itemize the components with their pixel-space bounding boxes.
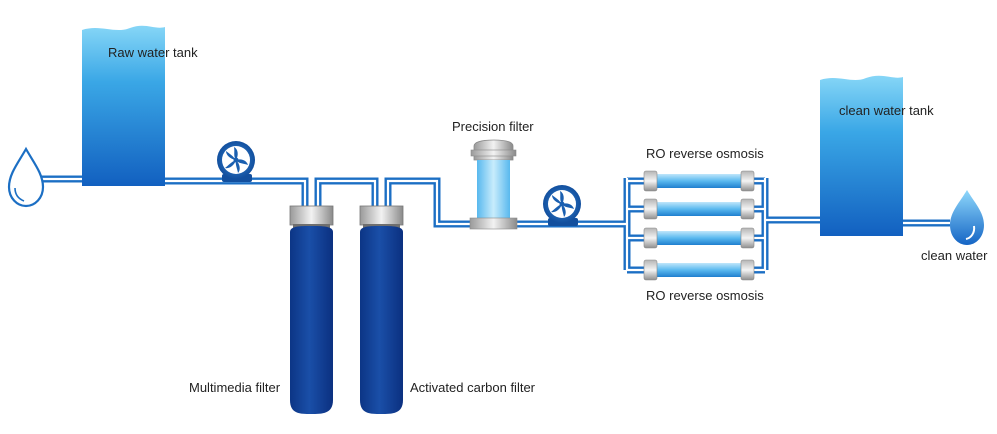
activated-carbon-filter-label: Activated carbon filter — [410, 380, 536, 395]
clean-water-drop-icon — [950, 190, 984, 245]
clean-water-tank-label: clean water tank — [839, 103, 934, 118]
clean-water-tank — [820, 75, 903, 236]
ro-top-label: RO reverse osmosis — [646, 146, 764, 161]
multimedia-filter-vessel — [289, 205, 334, 414]
clean-water-label: clean water — [921, 248, 988, 263]
raw-water-tank — [82, 25, 165, 187]
precision-filter-label: Precision filter — [452, 119, 534, 134]
precision-filter-housing — [469, 139, 518, 230]
ro-membrane-3 — [643, 227, 755, 249]
water-drop-icon — [7, 146, 45, 208]
pump-icon — [217, 141, 255, 182]
ro-membrane-array — [643, 170, 755, 281]
ro-membrane-4 — [643, 259, 755, 281]
multimedia-filter-label: Multimedia filter — [189, 380, 281, 395]
ro-bottom-label: RO reverse osmosis — [646, 288, 764, 303]
raw-water-tank-label: Raw water tank — [108, 45, 198, 60]
booster-pump-icon — [543, 185, 581, 226]
ro-membrane-1 — [643, 170, 755, 192]
activated-carbon-filter-vessel — [359, 205, 404, 414]
ro-membrane-2 — [643, 198, 755, 220]
